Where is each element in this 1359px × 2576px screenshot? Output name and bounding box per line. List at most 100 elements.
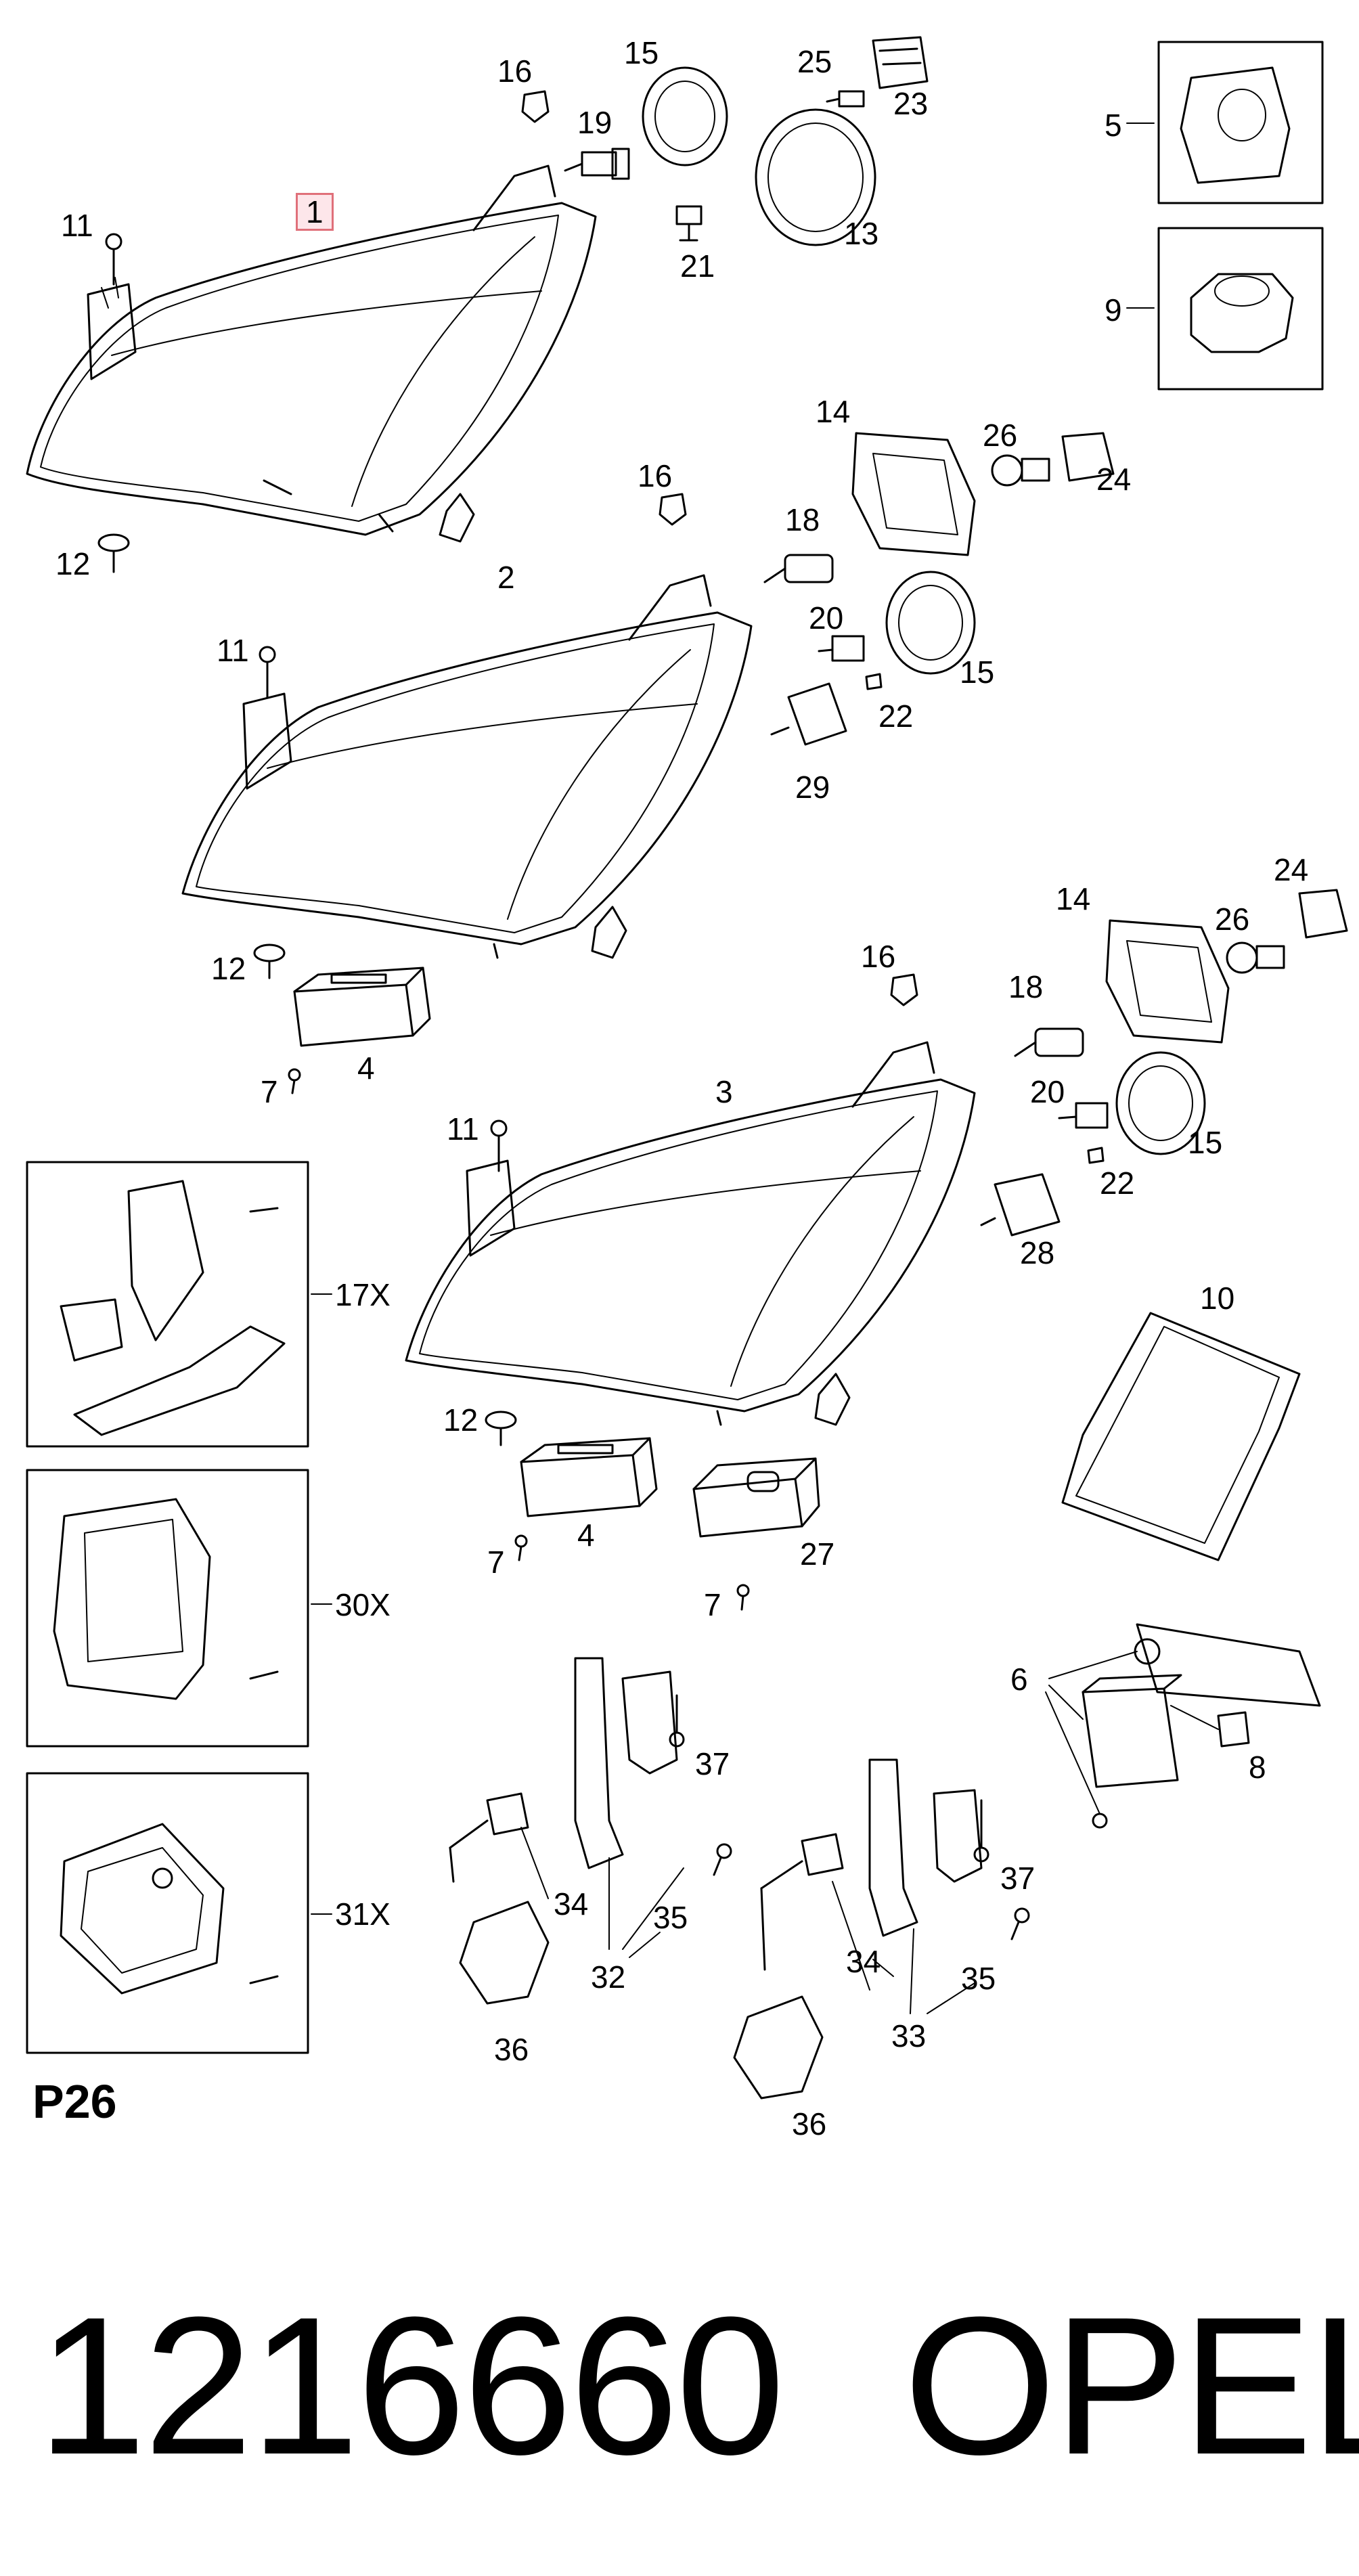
callout-2: 2 [497, 560, 515, 595]
callout-35-a: 35 [653, 1900, 688, 1935]
callout-15-b: 15 [960, 654, 995, 690]
grommet-12-c [485, 1411, 517, 1446]
callout-35-b: 35 [961, 1961, 996, 1996]
module-6 [1082, 1674, 1182, 1788]
igniter-28 [980, 1173, 1061, 1237]
screw-35-b [1010, 1907, 1030, 1940]
callout-6: 6 [1010, 1662, 1028, 1697]
callout-7-b: 7 [487, 1545, 505, 1580]
ballast-27 [692, 1457, 820, 1538]
grommet-12-b [253, 943, 286, 979]
ballast-4-a [293, 967, 431, 1047]
callout-23: 23 [893, 86, 929, 121]
callout-32: 32 [591, 1959, 626, 1995]
callout-36-a: 36 [494, 2032, 529, 2067]
bulb-18-b [1014, 1027, 1084, 1057]
page-code: P26 [32, 2075, 117, 2128]
bracket-32 [574, 1657, 678, 1869]
callout-37-b: 37 [1000, 1861, 1035, 1896]
screw-6 [1092, 1813, 1108, 1829]
nut-37-b [973, 1799, 989, 1863]
callout-5: 5 [1105, 108, 1122, 143]
callout-31x: 31X [335, 1896, 391, 1932]
housing-14-b [1105, 919, 1230, 1044]
callout-11-c: 11 [447, 1111, 479, 1147]
grommet-12-a [97, 533, 130, 573]
callout-4-a: 4 [357, 1050, 375, 1086]
sensor-34-a [449, 1792, 529, 1883]
detail-box-9 [1157, 227, 1324, 391]
bulb-25 [826, 90, 865, 108]
bulb-26-b [1226, 941, 1285, 974]
ballast-4-b [520, 1437, 658, 1517]
callout-29: 29 [795, 770, 830, 805]
callout-7-a: 7 [261, 1074, 278, 1109]
brand-name: OPEL [904, 2276, 1359, 2495]
callout-11-b: 11 [217, 633, 249, 668]
bulb-22-b [1087, 1147, 1105, 1164]
detail-box-5 [1157, 41, 1324, 204]
clip-16-c [890, 973, 918, 1006]
callout-17x: 17X [335, 1277, 391, 1312]
screw-35-a [713, 1843, 732, 1876]
bracket-33 [868, 1758, 983, 1937]
socket-24-b [1298, 889, 1348, 939]
detail-box-17x [26, 1161, 309, 1448]
bulb-20-a [818, 635, 865, 662]
callout-12-c: 12 [443, 1402, 478, 1438]
clamp-36-a [459, 1901, 550, 2005]
seal-15-b [885, 571, 976, 675]
detail-box-31x [26, 1772, 309, 2054]
callout-3: 3 [715, 1074, 733, 1109]
bulb-22-a [865, 673, 883, 690]
clamp-36-b [733, 1995, 824, 2100]
callout-13: 13 [844, 216, 879, 251]
callout-16-c: 16 [861, 939, 896, 974]
callout-8: 8 [1249, 1750, 1266, 1785]
callout-16-a: 16 [497, 53, 533, 89]
callout-11-a: 11 [61, 208, 93, 243]
socket-23 [872, 36, 929, 89]
socket-24-a [1061, 432, 1115, 482]
part-number: 1216660 [37, 2276, 785, 2495]
callout-14-b: 14 [1056, 881, 1091, 916]
screw-7-a [288, 1068, 301, 1094]
callout-10: 10 [1200, 1281, 1235, 1316]
callout-34-a: 34 [554, 1886, 589, 1922]
callout-12-a: 12 [55, 546, 91, 581]
headlamp-1 [26, 164, 597, 543]
callout-24-b: 24 [1274, 852, 1309, 887]
callout-21: 21 [680, 248, 715, 284]
callout-7-c: 7 [704, 1587, 721, 1622]
callout-14-a: 14 [816, 394, 851, 429]
callout-37-a: 37 [695, 1746, 730, 1781]
detail-box-30x [26, 1469, 309, 1748]
callout-18-b: 18 [1008, 969, 1044, 1004]
cover-10 [1061, 1312, 1301, 1561]
connector-8 [1217, 1711, 1250, 1748]
bulb-26-a [991, 454, 1050, 487]
callout-20-b: 20 [1030, 1074, 1065, 1109]
callout-1[interactable]: 1 [296, 193, 334, 231]
housing-14-a [851, 432, 976, 556]
callout-16-b: 16 [638, 458, 673, 493]
callout-27: 27 [800, 1536, 835, 1572]
callout-9: 9 [1105, 292, 1122, 328]
callout-34-b: 34 [846, 1944, 881, 1979]
screw-11-c [490, 1119, 508, 1172]
callout-36-b: 36 [792, 2106, 827, 2141]
headlamp-2 [181, 574, 753, 959]
bulb-18-a [763, 554, 834, 583]
screw-11-a [105, 233, 122, 286]
screw-11-b [259, 646, 276, 698]
callout-30x: 30X [335, 1587, 391, 1622]
leader-lines [311, 123, 1219, 2014]
callout-25: 25 [797, 44, 832, 79]
nut-37-a [669, 1694, 685, 1748]
clip-16-a [521, 90, 550, 123]
igniter-29 [770, 682, 847, 746]
clip-16-b [659, 493, 687, 526]
seal-15-c [1115, 1051, 1206, 1155]
callout-26-a: 26 [983, 418, 1018, 453]
